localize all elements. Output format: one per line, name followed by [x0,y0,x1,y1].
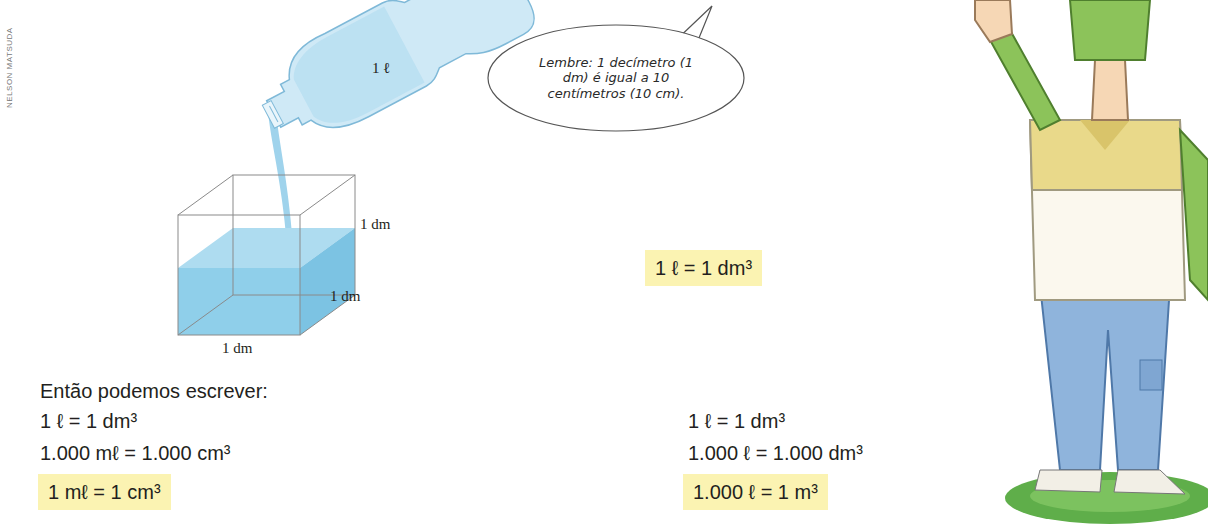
cube [178,175,355,335]
bubble-ellipse [488,25,744,131]
dimension-label: 1 dm [360,216,390,233]
equation: 1 ℓ = 1 dm³ [40,410,137,433]
speech-bubble: Lembre: 1 decímetro (1 dm) é igual a 10 … [487,24,745,132]
equation: 1.000 ℓ = 1.000 dm³ [688,442,863,465]
equation: 1 mℓ = 1 cm³ [48,480,161,504]
equation: 1.000 mℓ = 1.000 cm³ [40,442,230,465]
equation: 1 ℓ = 1 dm³ [655,256,752,280]
highlight-box: 1.000 ℓ = 1 m³ [683,474,828,510]
equation: 1 ℓ = 1 dm³ [688,410,785,433]
bottle-label: 1 ℓ [372,60,390,77]
credit-text: NELSON MATSUDA [5,27,14,108]
equation: 1.000 ℓ = 1 m³ [693,480,818,504]
dimension-label: 1 dm [330,288,360,305]
highlight-box: 1 ℓ = 1 dm³ [645,250,762,286]
highlight-box: 1 mℓ = 1 cm³ [38,474,171,510]
bubble-text: Lembre: 1 decímetro (1 dm) é igual a 10 … [527,55,705,102]
dimension-label: 1 dm [222,340,252,357]
intro-text: Então podemos escrever: [40,380,268,403]
boy-figure [975,0,1208,524]
